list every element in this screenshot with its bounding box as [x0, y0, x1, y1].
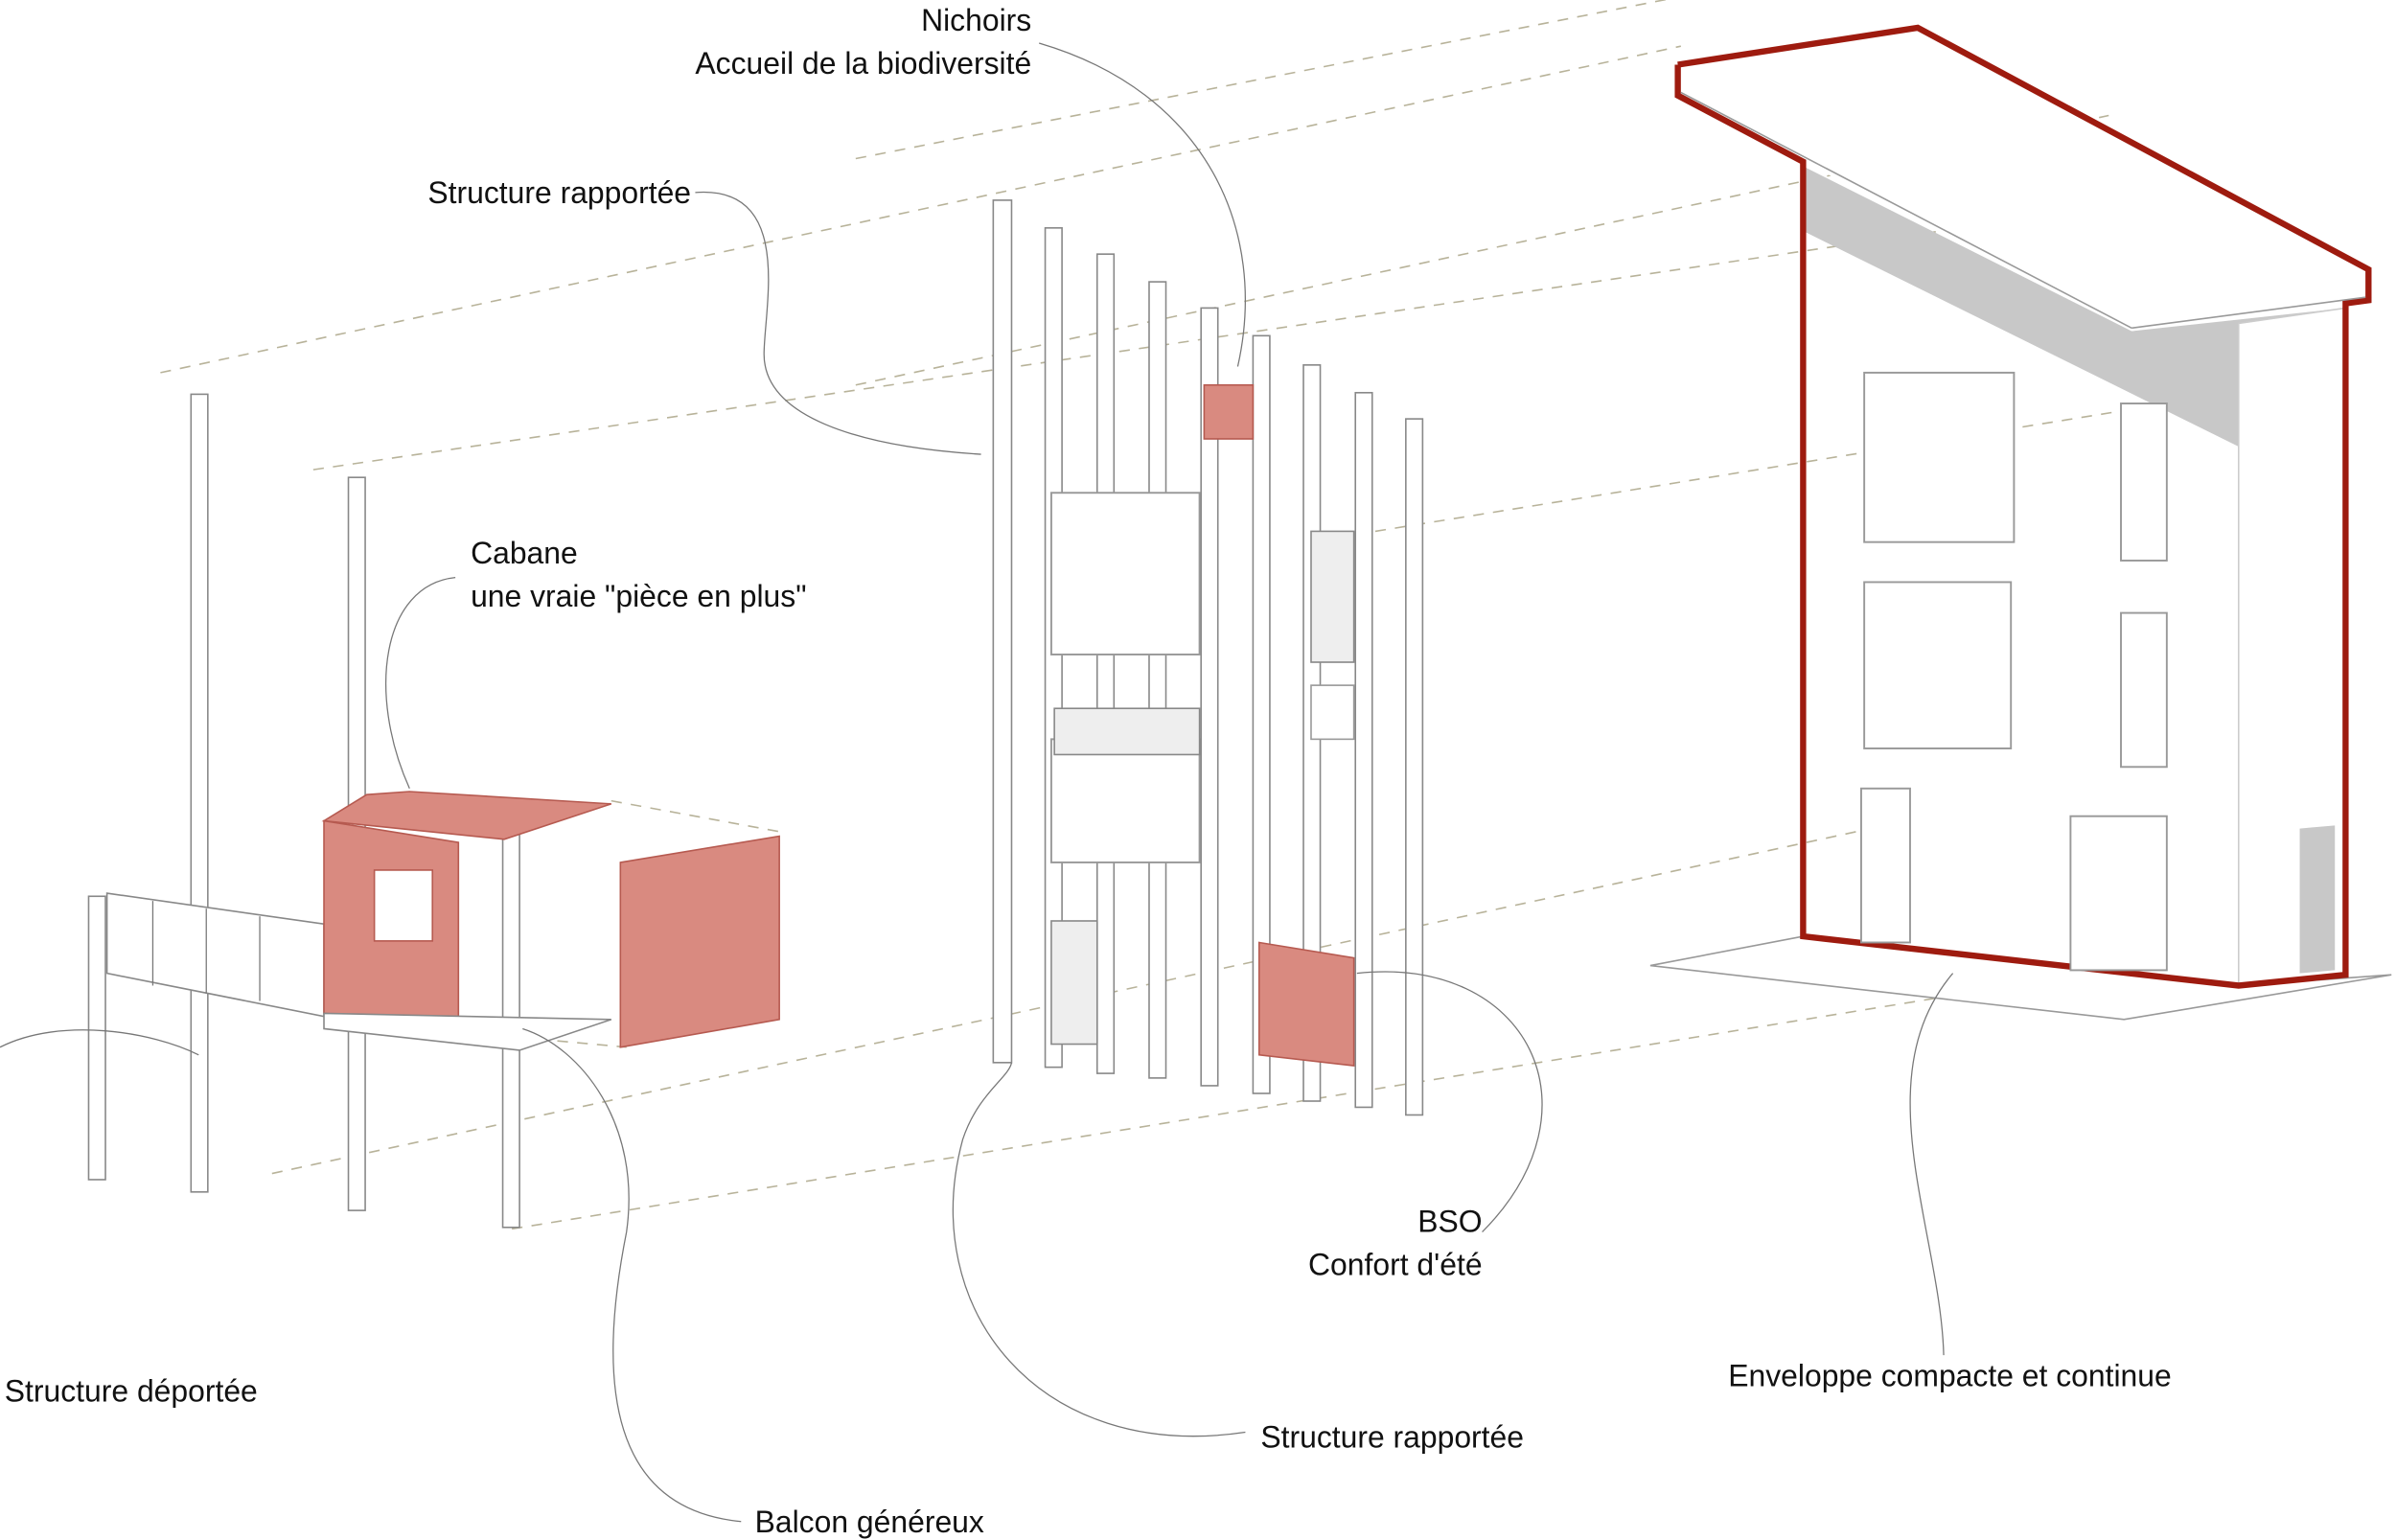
label-nichoirs: Nichoirs	[921, 3, 1031, 37]
label-structure-rapportee-top: Structure rapportée	[427, 175, 691, 210]
label-balcon: Balcon généreux	[755, 1505, 984, 1539]
cabane	[321, 791, 780, 1051]
label-structure-rapportee-bottom: Structure rapportée	[1260, 1419, 1524, 1454]
label-cabane: Cabane	[471, 536, 578, 570]
label-cabane-sub: une vraie "pièce en plus"	[471, 579, 806, 613]
leader-lines	[0, 42, 1954, 1523]
label-bso-sub: Confort d'été	[1308, 1247, 1482, 1281]
structure-rapportee	[992, 199, 1424, 1116]
label-bso: BSO	[1417, 1204, 1482, 1238]
label-enveloppe: Enveloppe compacte et continue	[1728, 1358, 2171, 1392]
envelope-outline	[1674, 24, 2372, 989]
label-structure-deportee: Structure déportée	[5, 1373, 258, 1408]
annotations: Nichoirs Accueil de la biodiversité Stru…	[5, 3, 2172, 1539]
building-envelope	[1649, 24, 2392, 1021]
nichoir-box	[1203, 383, 1255, 440]
label-nichoirs-sub: Accueil de la biodiversité	[695, 46, 1031, 80]
